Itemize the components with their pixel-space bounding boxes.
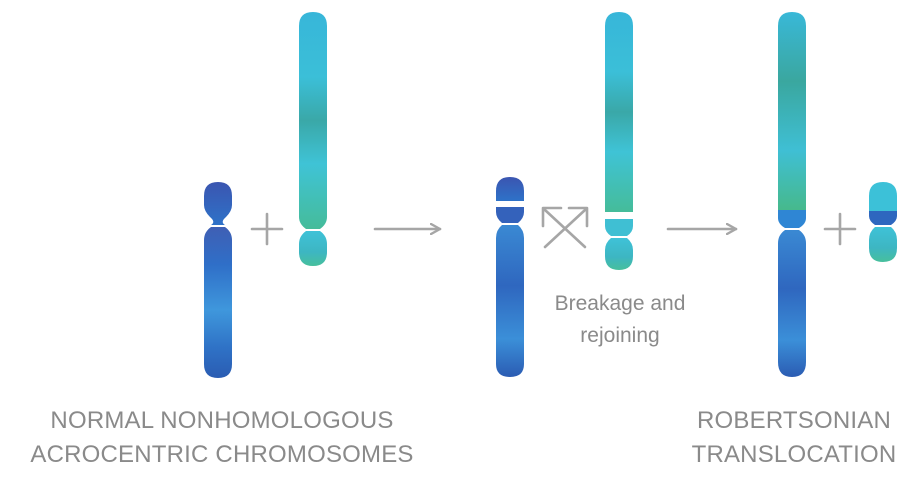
blue-chromosome-long-arm-fragment [496,225,524,377]
step-label-breakage-rejoining: Breakage and rejoining [530,288,710,352]
teal-chromosome-short-arm-fragment [605,219,633,236]
caption-left-line-1: NORMAL NONHOMOLOGOUS [50,407,394,434]
teal-chromosome-long-arm [299,12,327,229]
caption-right-line-2: TRANSLOCATION [691,441,897,468]
teal-acrocentric-chromosome [299,12,327,266]
swap-arrows-icon [541,206,589,249]
step-label-line-2: rejoining [580,324,660,347]
small-reciprocal-chromosome [869,182,897,262]
blue-chromosome-centromere-fragment [496,207,524,223]
broken-blue-chromosome [496,177,524,377]
plus-icon [250,212,284,246]
fused-chromosome-centromere [778,210,806,228]
caption-normal-chromosomes: NORMAL NONHOMOLOGOUS ACROCENTRIC CHROMOS… [22,404,422,472]
teal-chromosome-short-arm [299,231,327,266]
blue-chromosome-short-arm [204,182,232,225]
fused-chromosome-teal-arm [778,12,806,210]
teal-chromosome-long-arm-fragment [605,12,633,212]
blue-acrocentric-chromosome [204,182,232,378]
teal-chromosome-tail-fragment [605,238,633,270]
fused-robertsonian-chromosome [778,12,806,377]
plus-icon [823,212,857,246]
blue-chromosome-short-arm-fragment [496,177,524,201]
small-chromosome-bottom-arm [869,227,897,262]
blue-chromosome-long-arm [204,227,232,378]
caption-right-line-1: ROBERTSONIAN [697,407,891,434]
broken-teal-chromosome [605,12,633,270]
small-chromosome-centromere [869,211,897,225]
fused-chromosome-blue-arm [778,230,806,377]
small-chromosome-top-arm [869,182,897,211]
caption-left-line-2: ACROCENTRIC CHROMOSOMES [30,441,414,468]
step-label-line-1: Breakage and [554,292,686,315]
caption-robertsonian-translocation: ROBERTSONIAN TRANSLOCATION [674,404,914,472]
